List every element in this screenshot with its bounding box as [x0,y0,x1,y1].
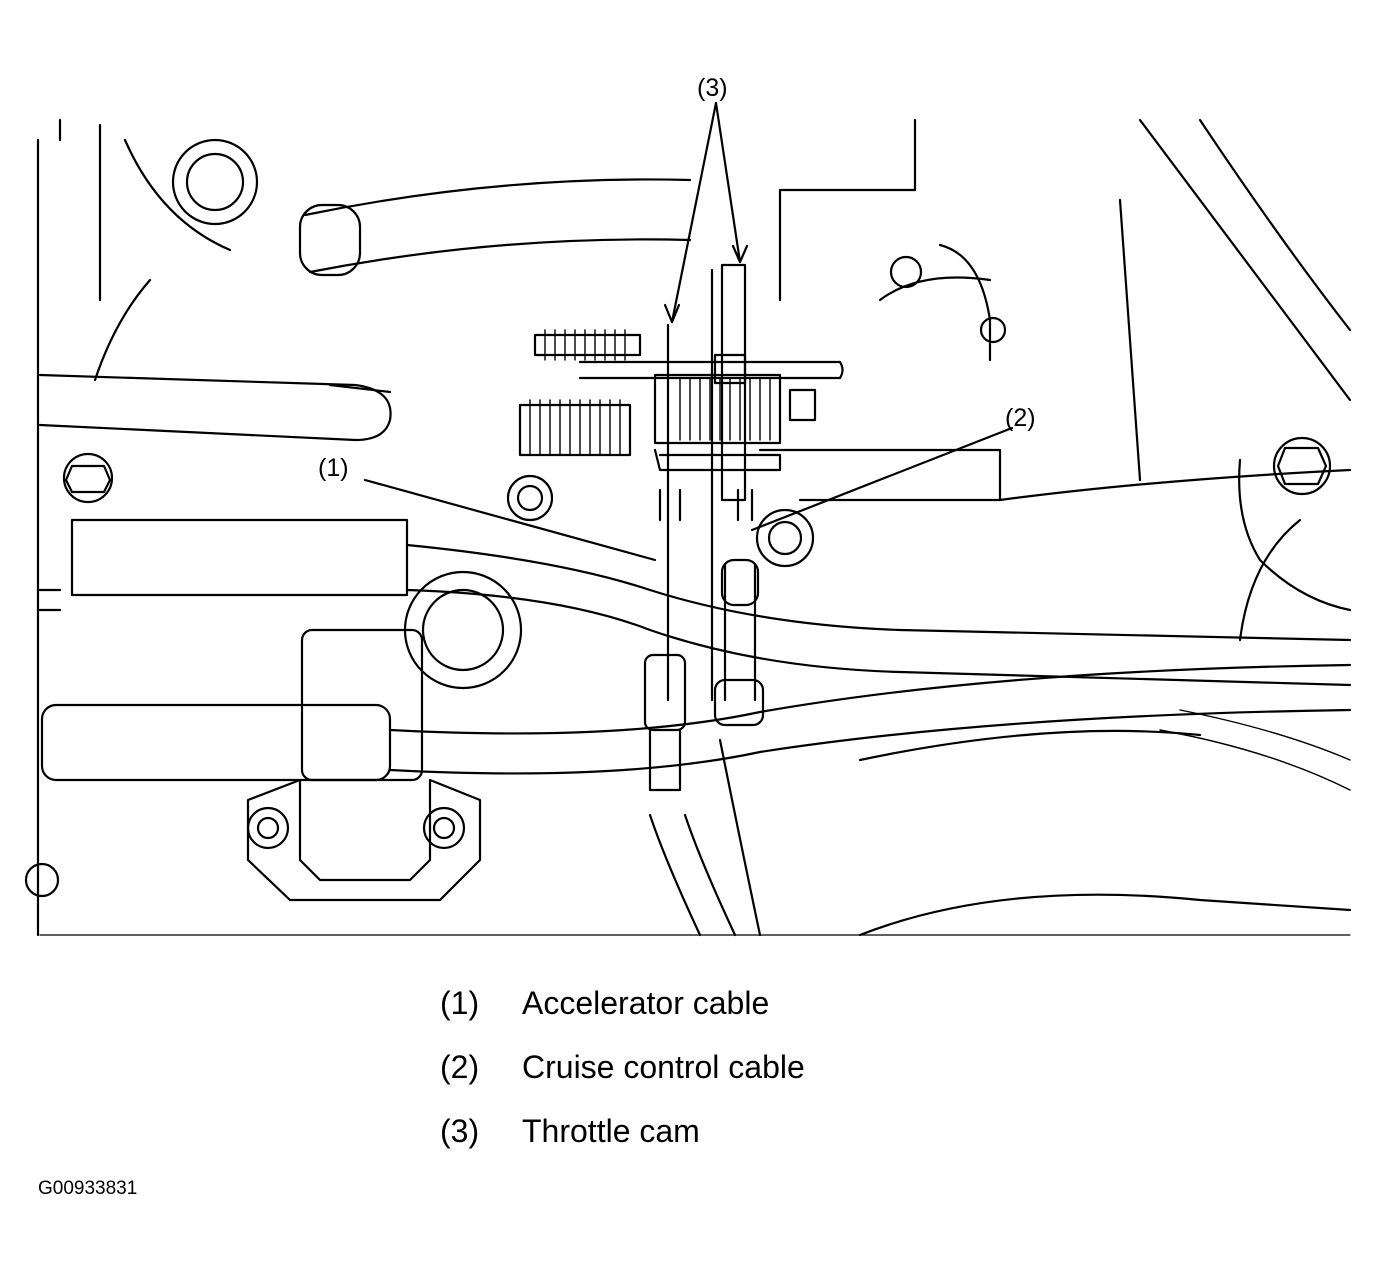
legend-item-label: Throttle cam [522,1113,700,1149]
callout-2: (2) [1005,404,1036,432]
engine-line-drawing [24,101,1352,937]
callout-3: (3) [697,74,728,102]
legend-item-label: Cruise control cable [522,1049,805,1085]
figure-id: G00933831 [38,1178,138,1199]
legend-item-number: (3) [440,1113,480,1149]
legend-item-number: (2) [440,1049,480,1085]
callout-1: (1) [318,454,349,482]
engine-throttle-diagram: (3) (2) (1) [24,74,1352,937]
legend-item-number: (1) [440,985,480,1021]
legend-item-label: Accelerator cable [522,985,770,1021]
